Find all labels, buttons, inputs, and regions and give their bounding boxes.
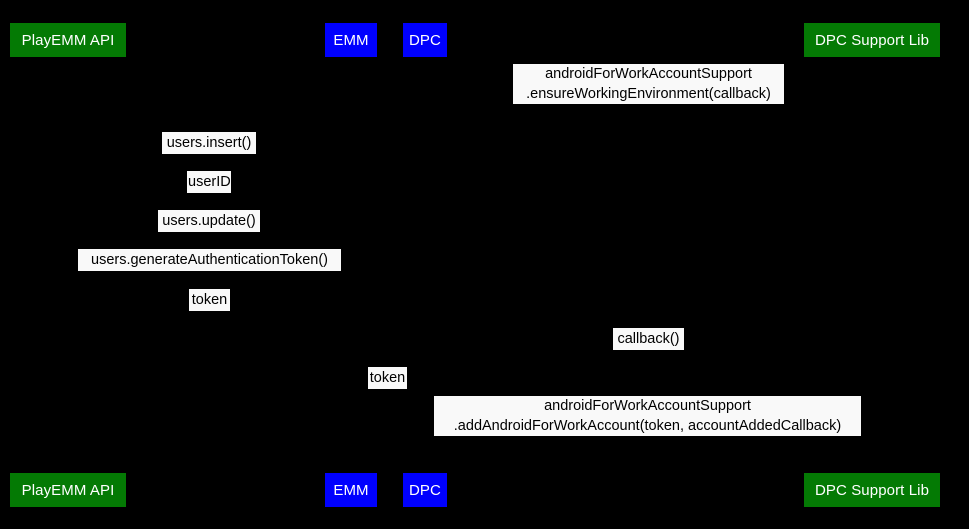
message-text-line: .ensureWorkingEnvironment(callback)	[526, 85, 771, 102]
message-label-msg-ensure-working-environment: androidForWorkAccountSupport .ensureWorki…	[513, 64, 784, 104]
participant-label: DPC	[409, 481, 441, 499]
message-label-msg-token-to-dpc: token	[368, 367, 407, 389]
message-label-msg-add-android-for-work-account: androidForWorkAccountSupport .addAndroidF…	[434, 396, 861, 436]
message-text-line: users.update()	[162, 213, 256, 229]
participant-label: DPC	[409, 31, 441, 49]
participant-dpc-support-lib-top[interactable]: DPC Support Lib	[804, 23, 940, 57]
lifeline-emm	[351, 57, 352, 473]
participant-playemm-api-bottom[interactable]: PlayEMM API	[10, 473, 126, 507]
participant-dpc-bottom[interactable]: DPC	[403, 473, 447, 507]
participant-label: DPC Support Lib	[814, 481, 930, 499]
message-text-line: token	[369, 370, 406, 386]
participant-dpc-support-lib-bottom[interactable]: DPC Support Lib	[804, 473, 940, 507]
message-label-msg-generate-authentication-token: users.generateAuthenticationToken()	[78, 249, 341, 271]
participant-label: DPC Support Lib	[814, 31, 930, 49]
participant-label: PlayEMM API	[21, 31, 115, 49]
participant-playemm-api-top[interactable]: PlayEMM API	[10, 23, 126, 57]
participant-label: PlayEMM API	[21, 481, 115, 499]
message-label-msg-callback: callback()	[613, 328, 684, 350]
message-label-msg-users-update: users.update()	[158, 210, 260, 232]
message-label-msg-token-to-emm: token	[189, 289, 230, 311]
message-label-msg-userid: userID	[187, 171, 231, 193]
participant-label: EMM	[333, 31, 369, 49]
message-label-msg-users-insert: users.insert()	[162, 132, 256, 154]
lifeline-dpc	[425, 57, 426, 473]
participant-label: EMM	[333, 481, 369, 499]
message-text-line: users.insert()	[166, 135, 252, 151]
message-text-line: callback()	[617, 331, 680, 347]
message-text-line: androidForWorkAccountSupport	[544, 398, 751, 414]
participant-emm-bottom[interactable]: EMM	[325, 473, 377, 507]
message-text-line: androidForWorkAccountSupport	[545, 66, 752, 82]
lifeline-dpc-support-lib	[872, 57, 873, 473]
participant-emm-top[interactable]: EMM	[325, 23, 377, 57]
message-text-line: users.generateAuthenticationToken()	[91, 252, 328, 268]
message-text-line: userID	[188, 174, 231, 190]
lifeline-playemm-api	[68, 57, 69, 473]
participant-dpc-top[interactable]: DPC	[403, 23, 447, 57]
message-text-line: token	[191, 292, 228, 308]
message-text-line: .addAndroidForWorkAccount(token, account…	[453, 417, 842, 434]
